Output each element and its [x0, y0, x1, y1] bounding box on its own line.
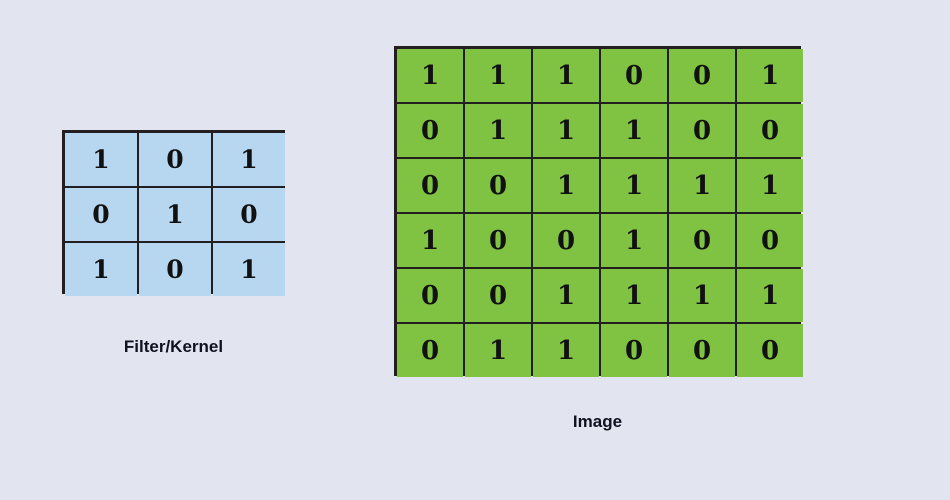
image-matrix-cell: 1 — [601, 159, 667, 212]
image-matrix-cell: 1 — [465, 49, 531, 102]
image-matrix-cell: 1 — [465, 324, 531, 377]
image-matrix-cell: 1 — [465, 104, 531, 157]
filter-kernel-caption: Filter/Kernel — [123, 337, 224, 356]
image-matrix-cell: 0 — [465, 214, 531, 267]
image-matrix-cell: 1 — [737, 269, 803, 322]
image-matrix-cell: 1 — [397, 214, 463, 267]
image-matrix-cell: 0 — [397, 269, 463, 322]
image-matrix-cell: 1 — [533, 269, 599, 322]
image-matrix-cell: 1 — [533, 104, 599, 157]
image-matrix-cell: 0 — [669, 49, 735, 102]
filter-kernel-cell: 1 — [65, 243, 137, 296]
image-matrix-cell: 1 — [669, 269, 735, 322]
image-matrix-cell: 0 — [397, 159, 463, 212]
image-matrix-cell: 0 — [601, 49, 667, 102]
image-matrix-cell: 0 — [601, 324, 667, 377]
image-matrix-cell: 1 — [601, 214, 667, 267]
image-matrix-cell: 1 — [737, 159, 803, 212]
image-matrix-cell: 0 — [533, 214, 599, 267]
filter-kernel-cell: 1 — [139, 188, 211, 241]
image-matrix-cell: 1 — [601, 269, 667, 322]
image-matrix-caption: Image — [572, 412, 623, 431]
filter-kernel-cell: 1 — [65, 133, 137, 186]
image-matrix-cell: 0 — [737, 214, 803, 267]
image-matrix-cell: 0 — [669, 214, 735, 267]
image-matrix-cell: 1 — [601, 104, 667, 157]
image-matrix-cell: 0 — [669, 324, 735, 377]
filter-kernel-cell: 0 — [213, 188, 285, 241]
filter-kernel-cell: 1 — [213, 243, 285, 296]
image-matrix-cell: 1 — [533, 159, 599, 212]
image-matrix-cell: 1 — [397, 49, 463, 102]
image-matrix-cell: 1 — [533, 49, 599, 102]
image-matrix-cell: 1 — [737, 49, 803, 102]
filter-kernel-cell: 0 — [139, 133, 211, 186]
image-matrix-cell: 0 — [669, 104, 735, 157]
image-matrix-cell: 0 — [737, 324, 803, 377]
image-matrix-cell: 0 — [465, 159, 531, 212]
image-matrix-cell: 1 — [669, 159, 735, 212]
filter-kernel-cell: 0 — [139, 243, 211, 296]
image-matrix-cell: 0 — [465, 269, 531, 322]
image-matrix-cell: 0 — [397, 104, 463, 157]
filter-kernel-cell: 1 — [213, 133, 285, 186]
image-matrix-cell: 0 — [397, 324, 463, 377]
image-matrix-cell: 1 — [533, 324, 599, 377]
image-matrix-cell: 0 — [737, 104, 803, 157]
filter-kernel-cell: 0 — [65, 188, 137, 241]
